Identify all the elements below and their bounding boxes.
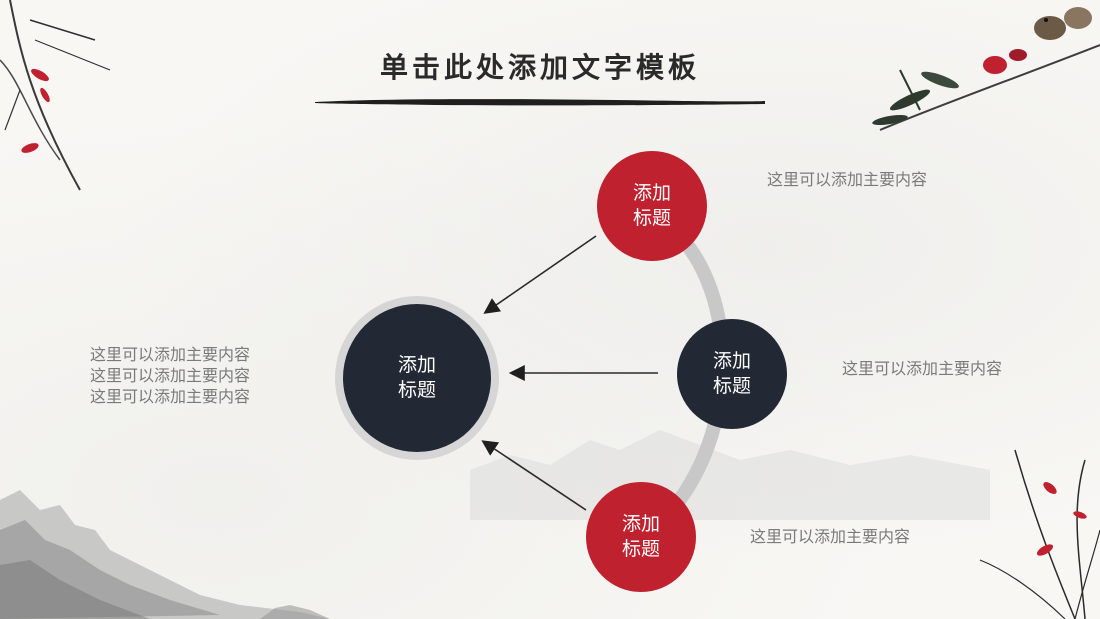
node-top-line1: 添加 (632, 182, 671, 204)
node-middle-line2: 标题 (712, 375, 751, 397)
desc-bottom[interactable]: 这里可以添加主要内容 (750, 527, 911, 546)
bamboo-branch-icon (0, 0, 111, 191)
desc-left-line2: 这里可以添加主要内容 (90, 366, 251, 385)
arrow-top (483, 235, 597, 314)
mist-mountain-icon (470, 430, 990, 520)
page-title[interactable]: 单击此处添加文字模板 (379, 51, 700, 84)
desc-left[interactable]: 这里可以添加主要内容 这里可以添加主要内容 这里可以添加主要内容 (90, 344, 250, 407)
ink-mountain-icon (0, 490, 330, 619)
orchid-icon (979, 449, 1100, 619)
bird-on-branch-icon (872, 7, 1100, 131)
center-node-line2: 标题 (397, 379, 436, 401)
node-bottom-line1: 添加 (621, 513, 660, 535)
desc-middle[interactable]: 这里可以添加主要内容 (842, 359, 1003, 378)
node-top[interactable]: 添加 标题 (597, 151, 707, 261)
node-middle-line1: 添加 (712, 350, 751, 372)
desc-left-line3: 这里可以添加主要内容 (90, 387, 251, 406)
desc-top[interactable]: 这里可以添加主要内容 (767, 170, 928, 189)
center-node-line1: 添加 (397, 354, 436, 376)
node-middle[interactable]: 添加 标题 (677, 319, 787, 429)
desc-left-line1: 这里可以添加主要内容 (90, 345, 251, 364)
title-brush-stroke (315, 99, 765, 106)
node-bottom-line2: 标题 (621, 538, 660, 560)
node-bottom[interactable]: 添加 标题 (586, 482, 696, 592)
center-node[interactable]: 添加 标题 (343, 304, 491, 452)
node-top-line2: 标题 (632, 207, 671, 229)
arrow-bottom (481, 440, 587, 511)
